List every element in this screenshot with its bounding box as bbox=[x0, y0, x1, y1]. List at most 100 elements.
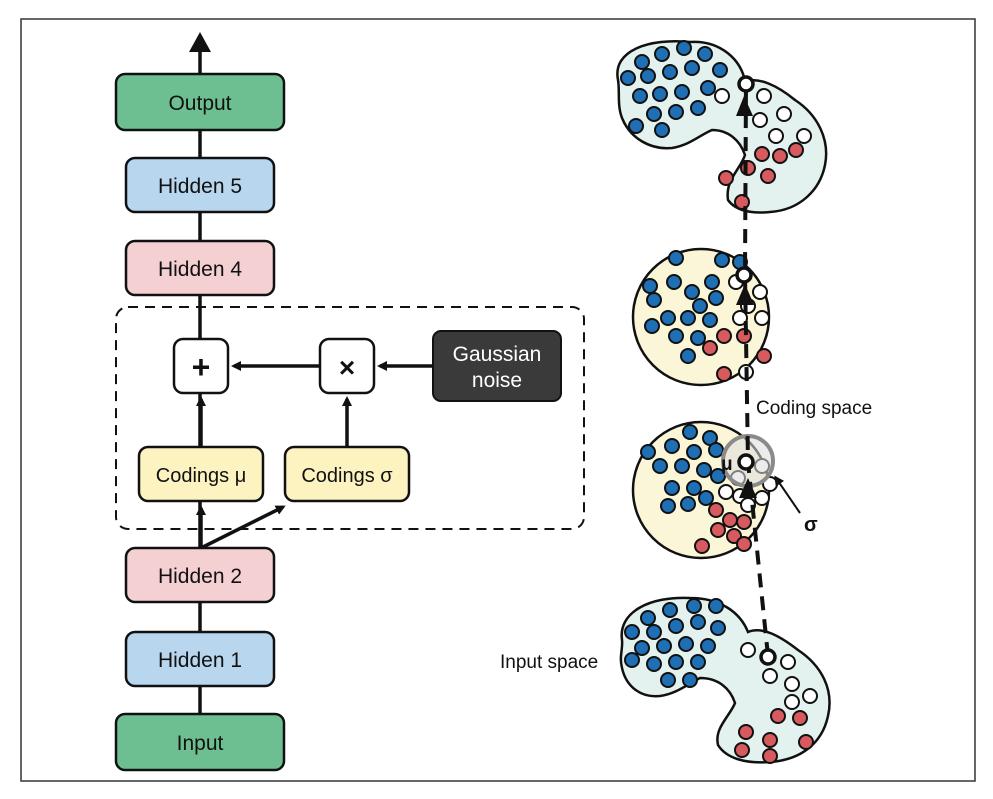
blue-point bbox=[642, 278, 658, 294]
red-point bbox=[718, 170, 734, 186]
plus-node: + bbox=[172, 337, 230, 395]
hidden2-to-sigma-arrow bbox=[200, 505, 286, 550]
white-point bbox=[802, 688, 818, 704]
blue-point bbox=[646, 106, 662, 122]
red-point bbox=[734, 742, 750, 758]
blue-point bbox=[634, 54, 650, 70]
hidden1-box: Hidden 1 bbox=[124, 630, 276, 688]
hidden4-box: Hidden 4 bbox=[124, 239, 276, 297]
white-point bbox=[752, 112, 768, 128]
blue-point bbox=[668, 250, 684, 266]
times-symbol: × bbox=[339, 352, 355, 383]
blue-point bbox=[682, 424, 698, 440]
blue-point bbox=[624, 624, 640, 640]
blue-point bbox=[628, 118, 644, 134]
hidden2-label: Hidden 2 bbox=[158, 565, 242, 588]
blue-point bbox=[654, 122, 670, 138]
highlight-point-input bbox=[759, 648, 777, 666]
input-label: Input bbox=[177, 732, 224, 755]
blue-point bbox=[674, 84, 690, 100]
blue-point bbox=[660, 672, 676, 688]
blue-point bbox=[634, 640, 650, 656]
coding-space-label: Coding space bbox=[756, 398, 872, 419]
mapping-path bbox=[742, 81, 770, 657]
white-point bbox=[732, 310, 748, 326]
white-point bbox=[796, 128, 812, 144]
blue-point bbox=[674, 458, 690, 474]
highlight-point-coding-upper bbox=[735, 266, 753, 284]
blue-point bbox=[620, 70, 636, 86]
white-point bbox=[776, 106, 792, 122]
red-point bbox=[740, 160, 756, 176]
red-point bbox=[702, 340, 718, 356]
blue-point bbox=[678, 636, 694, 652]
blue-point bbox=[690, 614, 706, 630]
codings-sigma-box: Codings σ bbox=[283, 445, 411, 503]
input-space-label: Input space bbox=[500, 652, 598, 673]
sigma-pointer bbox=[774, 475, 801, 514]
blue-point bbox=[710, 620, 726, 636]
blue-point bbox=[690, 654, 706, 670]
blue-point bbox=[644, 318, 660, 334]
red-point bbox=[772, 148, 788, 164]
blue-point bbox=[632, 88, 648, 104]
red-point bbox=[710, 522, 726, 538]
white-point bbox=[784, 694, 800, 710]
red-point bbox=[716, 328, 732, 344]
red-point bbox=[760, 168, 776, 184]
blue-point bbox=[666, 274, 682, 290]
output-arrowhead bbox=[189, 32, 211, 52]
hidden2-box: Hidden 2 bbox=[124, 546, 276, 604]
codings-sigma-label: Codings σ bbox=[301, 465, 393, 487]
blue-point bbox=[700, 638, 716, 654]
white-point bbox=[756, 88, 772, 104]
blue-point bbox=[684, 284, 700, 300]
input-box: Input bbox=[114, 712, 286, 772]
blue-point bbox=[664, 480, 680, 496]
blue-point bbox=[686, 444, 702, 460]
codings-mu-box: Codings μ bbox=[137, 445, 265, 503]
mu-label: μ bbox=[721, 454, 733, 475]
path-arrow-top bbox=[736, 96, 753, 116]
blue-point bbox=[668, 328, 684, 344]
red-point bbox=[734, 194, 750, 210]
red-point bbox=[798, 734, 814, 750]
blue-point bbox=[668, 618, 684, 634]
blue-point bbox=[660, 310, 676, 326]
blue-point bbox=[690, 330, 706, 346]
white-point bbox=[762, 668, 778, 684]
blue-point bbox=[710, 468, 726, 484]
blue-point bbox=[646, 624, 662, 640]
blue-point bbox=[662, 64, 678, 80]
hidden4-label: Hidden 4 bbox=[158, 258, 242, 281]
red-point bbox=[716, 366, 732, 382]
red-point bbox=[792, 710, 808, 726]
codings-mu-label: Codings μ bbox=[156, 465, 246, 487]
hidden5-box: Hidden 5 bbox=[124, 156, 276, 214]
white-point bbox=[784, 676, 800, 692]
blue-point bbox=[708, 442, 724, 458]
data-points bbox=[620, 40, 818, 764]
path-arrow-lower-circle bbox=[739, 478, 757, 498]
plus-symbol: + bbox=[192, 349, 211, 385]
red-point bbox=[770, 708, 786, 724]
output-box: Output bbox=[114, 72, 286, 132]
blue-point bbox=[696, 462, 712, 478]
blue-point bbox=[640, 68, 656, 84]
red-point bbox=[756, 348, 772, 364]
white-point bbox=[740, 642, 756, 658]
red-point bbox=[736, 536, 752, 552]
blue-point bbox=[680, 310, 696, 326]
noise-label-line2: noise bbox=[472, 369, 522, 392]
blue-point bbox=[686, 598, 702, 614]
blue-point bbox=[708, 290, 724, 306]
blue-point bbox=[714, 252, 730, 268]
blue-point bbox=[676, 40, 692, 56]
red-point bbox=[762, 748, 778, 764]
blue-point bbox=[660, 498, 676, 514]
red-point bbox=[694, 538, 710, 554]
blue-point bbox=[680, 348, 696, 364]
blue-point bbox=[646, 292, 662, 308]
blue-point bbox=[664, 438, 680, 454]
